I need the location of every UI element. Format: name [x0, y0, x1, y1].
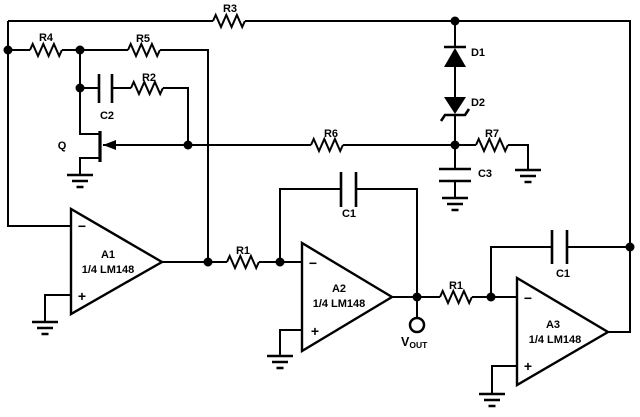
ground-icon	[30, 320, 60, 336]
wire-top-right-rail	[8, 20, 631, 333]
junction-dots	[3, 16, 635, 302]
diode-label: D1	[471, 47, 485, 59]
op-amp-name: A3	[546, 319, 560, 331]
ground-icon	[477, 392, 507, 408]
wire-c2-r2-row	[80, 87, 189, 145]
vout-label: VOUT	[401, 335, 428, 350]
resistor-label: R5	[136, 33, 150, 45]
capacitor-label: C3	[478, 168, 492, 180]
diode-label: D2	[471, 97, 485, 109]
wires	[7, 20, 631, 394]
resistor-label: R6	[324, 128, 338, 140]
wire-a3-plus-gnd	[491, 365, 517, 394]
op-amp-part: 1/4 LM148	[313, 298, 366, 310]
ground-icon	[265, 354, 295, 370]
diode-icon	[444, 48, 466, 67]
resistor-r5: R5	[127, 33, 161, 57]
op-amp-part: 1/4 LM148	[529, 334, 582, 346]
output-terminal-icon	[408, 316, 426, 334]
capacitor-label: C1	[342, 208, 356, 220]
resistor-r2: R2	[130, 72, 164, 95]
capacitor-icon	[339, 172, 358, 207]
wire-q-source	[79, 157, 100, 175]
resistor-label: R7	[485, 128, 499, 140]
capacitor-c3: C3	[439, 167, 492, 183]
op-amp-a3: − + A3 1/4 LM148	[515, 275, 611, 388]
wire-r4-to-q-drain	[79, 50, 100, 135]
capacitor-c1-a3: C1	[550, 230, 570, 280]
resistor-icon	[439, 290, 473, 304]
vout-terminal: VOUT	[401, 316, 428, 350]
ground-icon	[513, 168, 543, 184]
capacitor-label: C1	[556, 268, 570, 280]
junction-dot	[486, 292, 496, 302]
vout-label-main: V	[401, 335, 410, 349]
diode-d1: D1	[444, 45, 485, 67]
resistor-label: R1	[236, 245, 250, 257]
resistor-r6: R6	[310, 128, 344, 152]
wire-a2-plus-gnd	[279, 329, 302, 356]
resistor-label: R2	[142, 72, 156, 84]
resistor-r4: R4	[29, 32, 63, 57]
wire-a3-feedback	[490, 246, 630, 297]
junction-dot	[3, 45, 13, 55]
junction-dot	[75, 83, 85, 93]
junction-dot	[183, 140, 193, 150]
resistor-r7: R7	[475, 128, 509, 152]
noninverting-input-sign: +	[524, 358, 532, 374]
resistor-icon	[127, 43, 161, 57]
op-amp-a1: − + A1 1/4 LM148	[69, 206, 165, 317]
junction-dot	[450, 16, 460, 26]
inverting-input-sign: −	[309, 255, 317, 271]
resistor-r3: R3	[212, 3, 246, 28]
resistor-icon	[226, 255, 260, 269]
capacitor-c2: C2	[97, 74, 114, 122]
zener-cathode-bar	[439, 108, 471, 122]
transistor-label: Q	[58, 140, 67, 152]
junction-dot	[275, 257, 285, 267]
gate-arrow-icon	[103, 140, 116, 150]
capacitor-icon	[550, 230, 569, 264]
junction-dot	[412, 292, 422, 302]
resistor-icon	[29, 43, 63, 57]
vout-label-sub: OUT	[409, 340, 428, 350]
inverting-input-sign: −	[524, 290, 532, 306]
junction-dot	[75, 45, 85, 55]
wire-a2-feedback	[279, 188, 418, 297]
wire-left-rail-to-a1-minus	[7, 21, 71, 227]
resistor-r1-b: R1	[439, 280, 473, 304]
zener-diode-d2: D2	[439, 97, 485, 122]
op-amp-a2: − + A2 1/4 LM148	[300, 240, 395, 354]
capacitor-icon	[97, 74, 114, 103]
ground-icon	[440, 196, 470, 212]
op-amp-triangle	[69, 206, 165, 317]
resistor-r1-a: R1	[226, 245, 260, 269]
noninverting-input-sign: +	[78, 288, 86, 304]
wire-a1-plus-gnd	[44, 294, 71, 322]
resistor-label: R4	[39, 32, 54, 44]
resistor-icon	[475, 138, 509, 152]
capacitor-icon	[439, 167, 471, 183]
capacitor-c1-a2: C1	[339, 172, 358, 220]
transistor-q: Q	[58, 131, 116, 162]
resistor-icon	[212, 14, 246, 28]
op-amp-name: A2	[332, 283, 346, 295]
wire-r7-branch	[455, 144, 529, 170]
zener-diode-icon	[444, 97, 466, 114]
resistor-label: R3	[223, 3, 237, 15]
junction-dot	[625, 242, 635, 252]
ground-icon	[65, 173, 95, 189]
op-amp-triangle	[515, 275, 611, 388]
junction-dot	[450, 140, 460, 150]
op-amp-part: 1/4 LM148	[82, 264, 135, 276]
op-amp-name: A1	[101, 249, 115, 261]
resistor-label: R1	[449, 280, 463, 292]
resistor-icon	[310, 138, 344, 152]
inverting-input-sign: −	[78, 218, 86, 234]
noninverting-input-sign: +	[311, 323, 319, 339]
capacitor-label: C2	[100, 110, 114, 122]
op-amp-triangle	[300, 240, 395, 354]
junction-dot	[203, 257, 213, 267]
